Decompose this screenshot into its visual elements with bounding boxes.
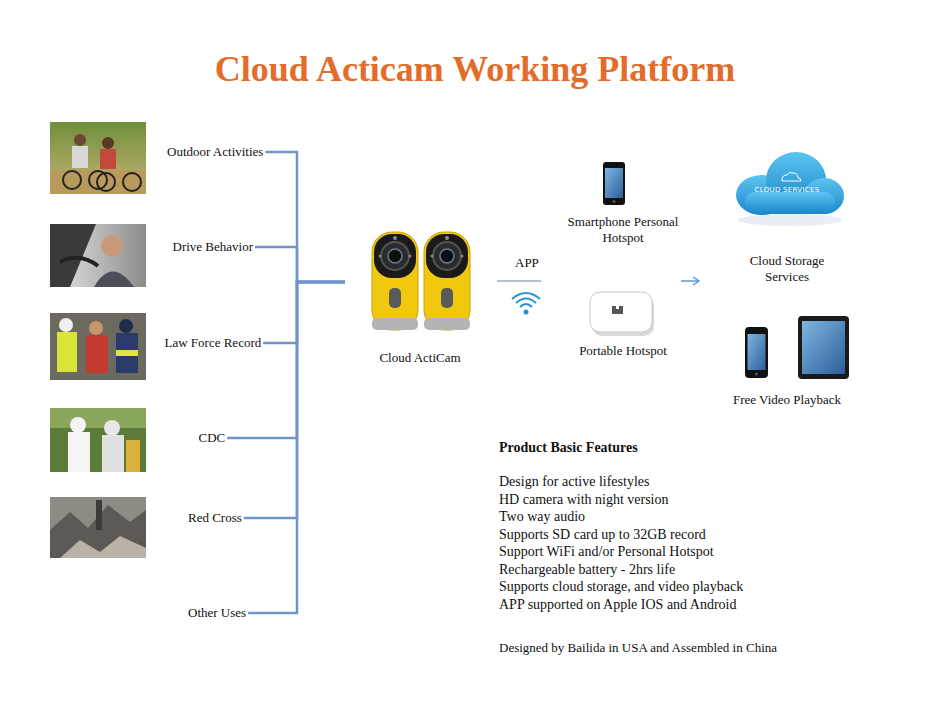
node-text: Other Uses: [188, 605, 246, 621]
node-text: Cloud ActiCam: [345, 350, 495, 366]
node-text: Drive Behavior: [173, 239, 254, 255]
node-text: Smartphone Personal Hotspot: [565, 214, 681, 246]
photo-outdoor: [50, 122, 146, 194]
flow-arrow: [681, 277, 699, 285]
feature-text: APP supported on Apple IOS and Android: [499, 596, 736, 613]
photo-law: [50, 313, 146, 380]
app-link: [497, 281, 541, 315]
node-text: Free Video Playback: [727, 392, 847, 408]
feature-heading: Product Basic Features: [499, 439, 638, 456]
node-text: Law Force Record: [165, 335, 262, 351]
bracket-connector: [255, 247, 345, 282]
camera-illustration: [372, 232, 470, 330]
node-text: CLOUD SERVICES: [727, 185, 847, 195]
use-case-label: Law Force Record: [165, 335, 262, 351]
bracket-connector: [244, 282, 345, 518]
feature-text: Supports SD card up to 32GB record: [499, 526, 706, 543]
feature-text: HD camera with night version: [499, 491, 669, 508]
cloud-node: CLOUD SERVICESCloud Storage Services: [727, 145, 847, 269]
use-case-label: Drive Behavior: [173, 239, 254, 255]
node-text: CDC: [199, 430, 226, 446]
photo-driving: [50, 224, 146, 287]
playback-node: Free Video Playback: [727, 392, 847, 408]
node-text: Outdoor Activities: [167, 144, 263, 160]
node-text: Cloud Storage Services: [727, 253, 847, 285]
hotspot-node: Portable Hotspot: [565, 343, 681, 359]
bracket-connector: [265, 152, 345, 282]
node-text: Portable Hotspot: [565, 343, 681, 359]
photo-cdc: [50, 408, 146, 472]
feature-text: Supports cloud storage, and video playba…: [499, 578, 743, 595]
use-case-label: Red Cross: [188, 510, 242, 526]
use-case-label: Outdoor Activities: [167, 144, 263, 160]
playback-devices: [745, 316, 849, 379]
photo-rubble: [50, 497, 146, 558]
hotspot-icon: [590, 292, 654, 336]
link-label: APP: [515, 254, 539, 271]
feature-text: Designed by Bailida in USA and Assembled…: [499, 639, 777, 656]
feature-text: Rechargeable battery - 2hrs life: [499, 561, 675, 578]
smartphone-icon: [603, 162, 625, 205]
hotspot-node: Smartphone Personal Hotspot: [565, 214, 681, 246]
feature-text: Design for active lifestyles: [499, 473, 649, 490]
use-case-label: CDC: [199, 430, 226, 446]
bracket-connector: [227, 282, 345, 438]
camera-node: Cloud ActiCam: [345, 228, 495, 368]
node-text: Red Cross: [188, 510, 242, 526]
diagram-title: Cloud Acticam Working Platform: [0, 48, 950, 90]
feature-text: Two way audio: [499, 508, 585, 525]
bracket-connector: [263, 282, 345, 343]
bracket-connector: [248, 282, 345, 613]
use-case-label: Other Uses: [188, 605, 246, 621]
feature-text: Support WiFi and/or Personal Hotspot: [499, 543, 714, 560]
